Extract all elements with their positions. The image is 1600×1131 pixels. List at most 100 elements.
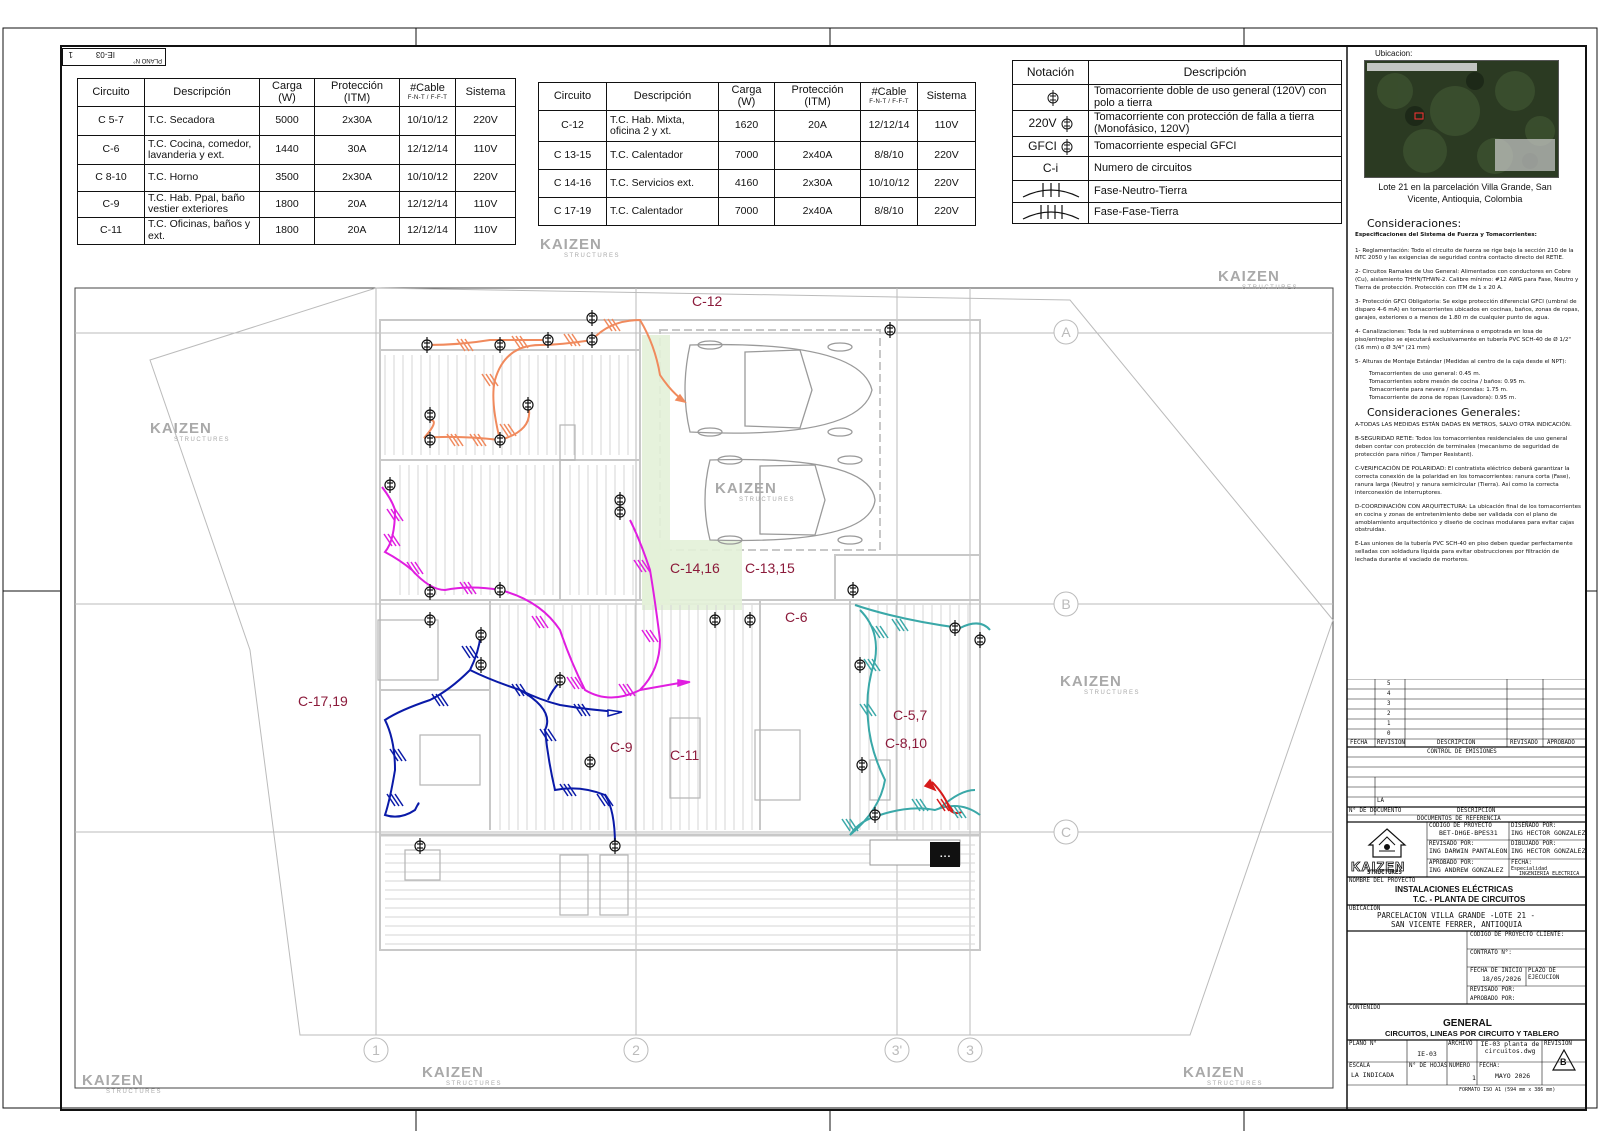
cons-title: Consideraciones: (1367, 217, 1462, 230)
cell-proteccion: 2x30A (314, 164, 400, 192)
cell-descripcion: T.C. Calentador (606, 197, 719, 226)
conductor-tick-mark (386, 793, 404, 807)
cons-height-2: Tomacorrientes sobre mesón de cocina / b… (1369, 378, 1526, 385)
revision-triangle-icon (1551, 1048, 1577, 1071)
conductor-tick-mark (633, 559, 651, 573)
phase-neutral-ground-icon (1022, 183, 1079, 198)
notation-row: Tomacorriente doble de uso general (120V… (1012, 84, 1342, 111)
rev-h-fecha: FECHA (1350, 740, 1368, 746)
tb-client-code: CODIGO DE PROYECTO CLIENTE: (1470, 932, 1565, 938)
conductor-tick-mark (911, 798, 929, 812)
receptacle-icon (494, 337, 506, 353)
cell-descripcion: T.C. Servicios ext. (606, 169, 719, 198)
tb-rev-lbl: REVISION (1544, 1041, 1572, 1047)
th-sistema: Sistema (455, 78, 516, 107)
receptacle-icon (542, 332, 554, 348)
receptacle-icon (424, 584, 436, 600)
ref-h-desc: DESCRIPCION (1457, 808, 1496, 814)
conductor-tick-mark (499, 423, 517, 437)
cell-circuito: C-11 (77, 216, 145, 245)
cons-item-5: 5- Alturas de Montaje Estándar (Medidas … (1355, 358, 1567, 365)
notation-symbol: C-i (1012, 156, 1089, 181)
rev-num-1: 1 (1387, 721, 1391, 727)
th-cable-label: #Cable (410, 82, 445, 95)
tb-designed-lbl: DISEÑADO POR: (1511, 823, 1557, 829)
cons-general-title: Consideraciones Generales: (1367, 405, 1521, 419)
tb-project-name: INSTALACIONES ELÉCTRICAS (1395, 885, 1514, 894)
conductor-tick-mark (431, 693, 449, 707)
th-proteccion: Protección (ITM) (314, 78, 400, 107)
receptacle-icon (522, 397, 534, 413)
receptacle-icon (1061, 115, 1073, 132)
tb-project-name-lbl: NOMBRE DEL PROYECTO (1349, 878, 1416, 884)
label-c1416: C-14,16 (670, 560, 720, 576)
grid-b: B (1061, 596, 1070, 612)
considerations: Consideraciones: Especificaciones del Si… (1355, 216, 1581, 571)
notation-description: Tomacorriente con protección de falla a … (1088, 110, 1342, 137)
tb-scale: LA INDICADA (1351, 1071, 1395, 1079)
conductor-tick-mark (461, 645, 479, 659)
conductor-tick-mark (596, 793, 614, 807)
location-caption: Lote 21 en la parcelación Villa Grande, … (1378, 182, 1552, 205)
rev-num-3: 3 (1387, 701, 1391, 707)
label-c810: C-8,10 (885, 735, 927, 751)
conductor-tick-mark (841, 818, 859, 832)
receptacle-icon (1047, 89, 1058, 106)
cell-proteccion: 2x40A (774, 197, 861, 226)
conductor-tick-mark (573, 703, 591, 717)
cell-proteccion: 20A (774, 110, 861, 142)
logo-text: KAIZEN (1351, 859, 1406, 875)
cell-sistema: 220V (455, 106, 516, 136)
conductor-tick-mark (863, 658, 881, 672)
cons-general-b: B-SEGURIDAD RETIE: Todos los tomacorrien… (1355, 436, 1568, 458)
rev-h-descripcion: DESCRIPCION (1437, 740, 1476, 746)
cell-sistema: 220V (455, 164, 516, 192)
tb-reviewed2: REVISADO POR: (1470, 987, 1516, 993)
tb-plan-lbl: PLANO N° (1349, 1041, 1377, 1047)
receptacle-icon (421, 337, 433, 353)
notation-description: Tomacorriente doble de uso general (120V… (1088, 84, 1342, 111)
tb-approved-lbl: APROBADO POR: (1429, 860, 1475, 866)
tb-drawn-lbl: DIBUJADO POR: (1511, 841, 1557, 847)
cell-carga: 1440 (259, 135, 315, 165)
wm5-sub: STRUCTURES (1084, 690, 1141, 696)
cell-carga: 7000 (718, 197, 775, 226)
receptacle-icon (475, 657, 487, 673)
receptacle-icon (424, 432, 436, 448)
receptacle-icon (949, 620, 961, 636)
notation-symbol-text: C-i (1042, 161, 1059, 176)
tb-reviewed-lbl: REVISADO POR: (1429, 841, 1475, 847)
ref-h-doc: N° DE DOCUMENTO (1349, 808, 1402, 814)
cell-descripcion: T.C. Hab. Ppal, baño vestier exteriores (144, 191, 260, 218)
wm3-sub: STRUCTURES (174, 437, 231, 443)
tb-specialty: INGENIERIA ELECTRICA (1519, 871, 1580, 877)
receptacle-icon (424, 612, 436, 628)
conductor-tick-mark (481, 373, 499, 387)
wm4-name: KAIZEN (715, 480, 777, 497)
rev-num-2: 2 (1387, 711, 1391, 717)
tb-date-lbl: FECHA: (1511, 860, 1532, 866)
cell-carga: 3500 (259, 164, 315, 192)
conductor-tick-mark (446, 433, 464, 447)
wm2-name: KAIZEN (1218, 268, 1280, 285)
label-c9: C-9 (610, 739, 633, 755)
tb-location2: SAN VICENTE FERRER, ANTIOQUIA (1391, 920, 1522, 929)
notation-row: Fase-Fase-Tierra (1012, 201, 1342, 225)
tb-start-lbl: FECHA DE INICIO (1470, 968, 1523, 974)
conductor-tick-mark (566, 676, 584, 690)
grid-c: C (1061, 824, 1071, 840)
th-circuito: Circuito (77, 78, 145, 107)
receptacle-icon (609, 838, 621, 854)
conductor-tick-mark (511, 683, 529, 697)
cell-circuito: C 17-19 (538, 197, 607, 226)
notation-symbol-text: 220V (1028, 115, 1057, 130)
car-icon-2 (704, 455, 876, 545)
